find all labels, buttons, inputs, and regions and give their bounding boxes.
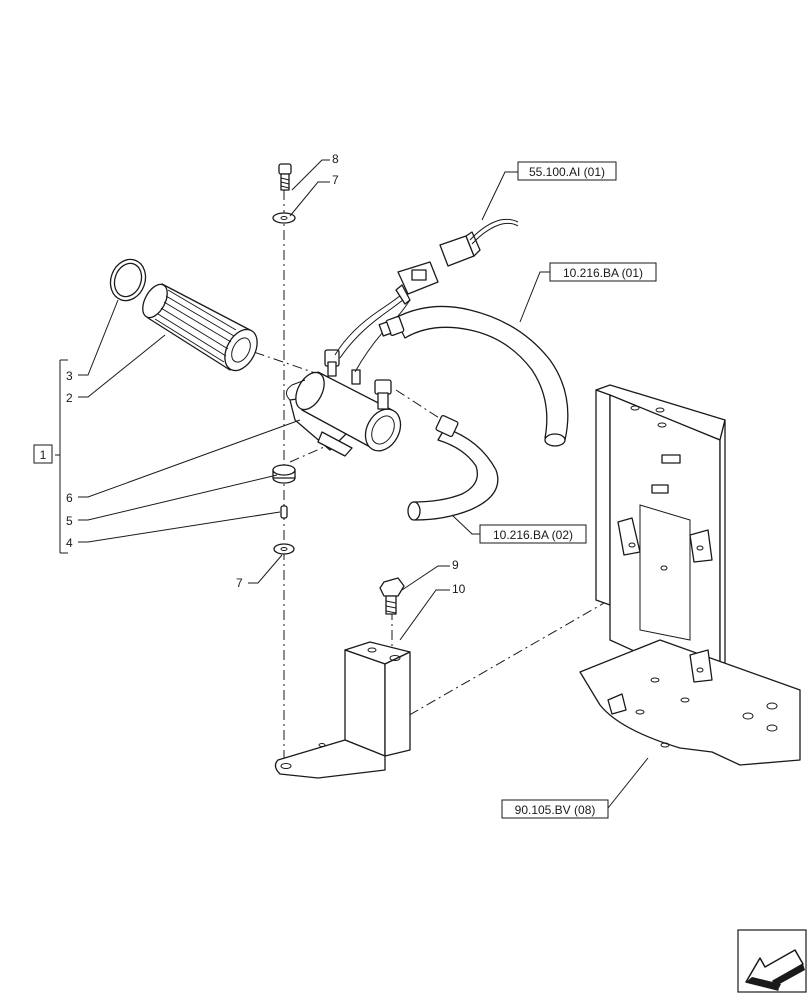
fuel-hose-lower[interactable]: [407, 414, 499, 521]
bracket-part-10[interactable]: [274, 641, 411, 779]
callout-7-top: 7: [332, 173, 339, 187]
assembly-box: [33, 444, 53, 464]
reference-10-216-ba-01[interactable]: 10.216.BA (01): [549, 262, 657, 282]
connector-male[interactable]: [395, 261, 439, 305]
connector-female[interactable]: [439, 218, 519, 267]
callout-4: 4: [66, 536, 73, 550]
callout-9: 9: [452, 558, 459, 572]
callout-6: 6: [66, 491, 73, 505]
callout-10: 10: [452, 582, 466, 596]
reference-55-100-ai[interactable]: 55.100.AI (01): [517, 161, 617, 181]
fuel-hose-upper[interactable]: [378, 305, 569, 447]
arrow-down-left-icon[interactable]: [737, 929, 807, 993]
pin-part-5[interactable]: [280, 505, 288, 519]
washer-part-4[interactable]: [273, 543, 295, 555]
assembly-bracket: 1: [33, 359, 68, 554]
reference-label: 10.216.BA (02): [493, 528, 573, 542]
callout-numbers: 8 7 3 2 6 5 4 7 9 10: [66, 152, 466, 596]
reference-label: 10.216.BA (01): [563, 266, 643, 280]
callout-8: 8: [332, 152, 339, 166]
reference-10-216-ba-02[interactable]: 10.216.BA (02): [479, 524, 587, 544]
reference-label: 90.105.BV (08): [515, 803, 596, 817]
bolt-part-9[interactable]: [379, 577, 405, 615]
callout-5: 5: [66, 514, 73, 528]
grommet-part-5[interactable]: [272, 464, 296, 484]
bolt-part-8[interactable]: [278, 163, 292, 191]
filter-element-part-2[interactable]: [138, 280, 264, 376]
fuel-pump-part-6[interactable]: [286, 349, 407, 457]
reference-90-105-bv[interactable]: 90.105.BV (08): [501, 799, 609, 819]
leader-lines: [78, 159, 649, 809]
reference-label: 55.100.AI (01): [529, 165, 605, 179]
washer-part-7-top[interactable]: [272, 212, 296, 224]
callout-3: 3: [66, 369, 73, 383]
assembly-label: 1: [40, 448, 47, 462]
callout-7-bottom: 7: [236, 576, 243, 590]
callout-2: 2: [66, 391, 73, 405]
o-ring-part-3[interactable]: [105, 254, 151, 305]
mounting-frame[interactable]: [579, 384, 801, 766]
